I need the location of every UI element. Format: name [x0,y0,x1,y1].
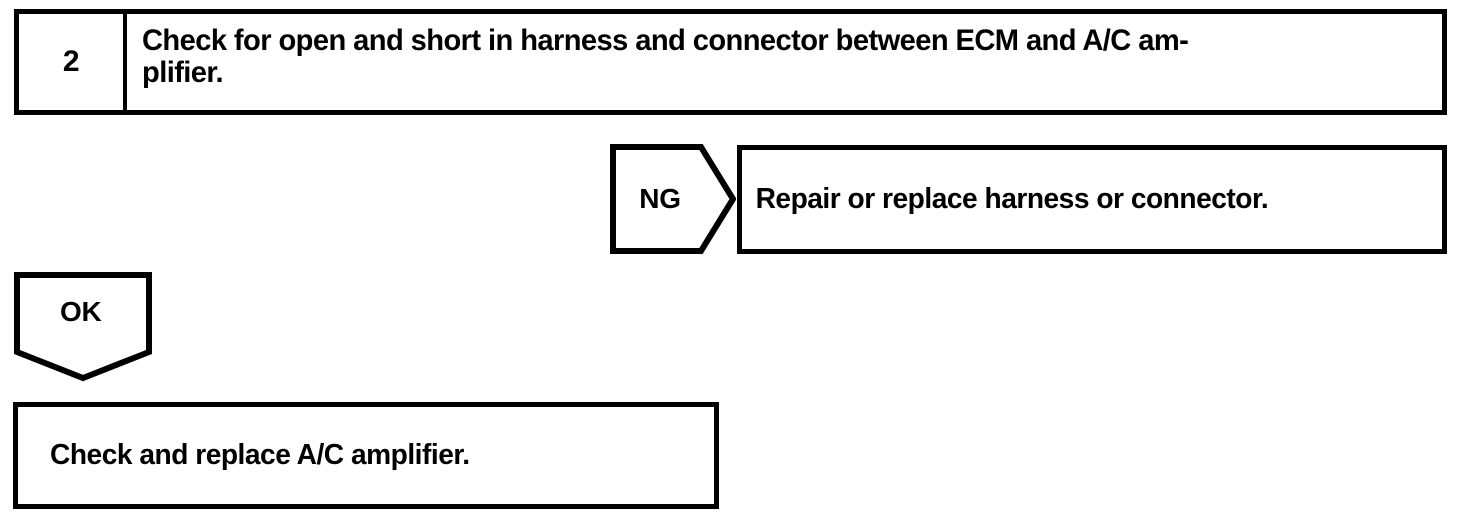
step-number: 2 [62,45,80,78]
ok-branch-label: OK [60,296,102,327]
step-number-cell: 2 [19,14,127,110]
ng-branch-label: NG [639,183,681,214]
ok-arrow-shape [13,272,153,382]
step-row: 2 Check for open and short in harness an… [14,9,1447,115]
ng-arrow-shape [610,144,736,254]
step-instruction-cell: Check for open and short in harness and … [131,14,1442,110]
ok-branch-label-wrap: OK [13,272,153,352]
ok-result-box: Check and replace A/C amplifier. [13,402,719,509]
ng-branch-label-wrap: NG [610,144,710,254]
step-instruction-text: Check for open and short in harness and … [142,24,1189,90]
ok-result-text: Check and replace A/C amplifier. [50,439,470,471]
ng-result-box: Repair or replace harness or connector. [737,145,1447,254]
ng-result-text: Repair or replace harness or connector. [755,183,1269,215]
